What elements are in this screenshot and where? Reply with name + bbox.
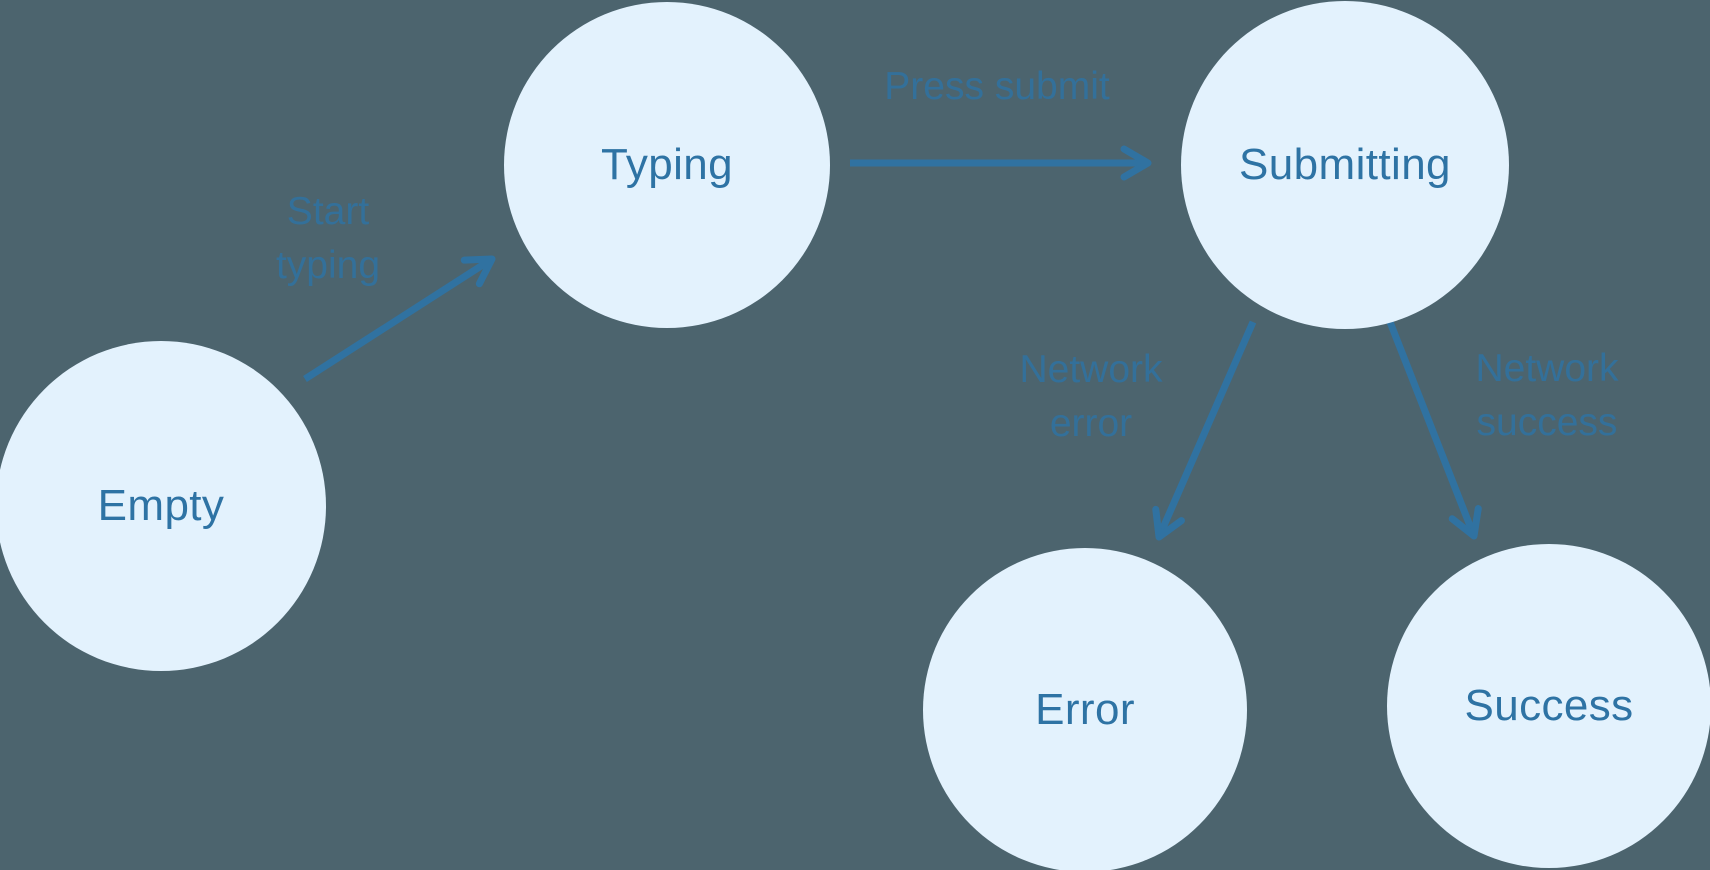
- state-node-typing: Typing: [504, 2, 830, 328]
- transition-label-line: Network: [1475, 347, 1619, 390]
- state-label-empty: Empty: [97, 481, 225, 530]
- transition-label-line: Network: [1019, 348, 1163, 391]
- state-node-success: Success: [1387, 544, 1710, 868]
- state-node-submitting: Submitting: [1181, 1, 1509, 329]
- transition-label-line: typing: [275, 244, 381, 287]
- state-node-empty: Empty: [0, 341, 326, 671]
- transition-label-press-submit: Press submit: [884, 60, 1109, 114]
- state-label-success: Success: [1464, 681, 1634, 730]
- transition-label-line: error: [1049, 402, 1133, 445]
- transition-label-line: success: [1476, 401, 1618, 444]
- state-label-error: Error: [1035, 685, 1135, 734]
- state-label-submitting: Submitting: [1239, 140, 1451, 189]
- transition-arrow-network-success: [1386, 320, 1482, 540]
- transition-label-network-success: Network success: [1475, 342, 1618, 450]
- state-node-error: Error: [923, 548, 1247, 870]
- transition-label-line: Press submit: [884, 65, 1110, 108]
- transition-label-line: Start: [286, 190, 370, 233]
- transition-arrow-network-error: [1152, 320, 1257, 541]
- transition-arrow-start-typing: [303, 255, 496, 382]
- transition-label-start-typing: Start typing: [276, 185, 380, 293]
- state-label-typing: Typing: [600, 140, 734, 189]
- transition-label-network-error: Network error: [1019, 343, 1162, 451]
